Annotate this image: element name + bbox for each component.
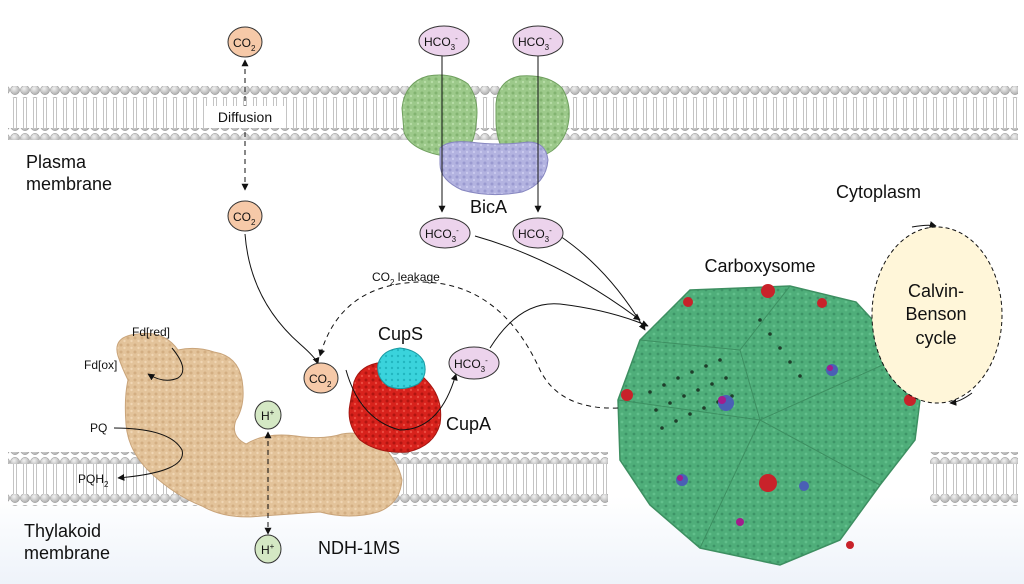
svg-text:HCO3-: HCO3- [518, 34, 552, 52]
ndh-1ms-label: NDH-1MS [318, 538, 400, 558]
svg-text:HCO3-: HCO3- [518, 226, 552, 244]
cupa-conversion-arrow [345, 369, 458, 431]
diffusion-label: Diffusion [218, 109, 272, 125]
cupa-label: CupA [446, 414, 491, 434]
calvin-label-1: Calvin- [908, 281, 964, 301]
fd-arrow [147, 347, 184, 381]
pqh2-label: PQH2 [78, 472, 109, 489]
cups-subunit [377, 347, 426, 390]
carboxysome-label: Carboxysome [704, 256, 815, 276]
co2-cupa: CO2 [303, 362, 339, 394]
hco3-top-left: HCO3- [418, 25, 470, 57]
hco3-bottom-left: HCO3- [419, 217, 471, 249]
co2-top: CO2 [227, 26, 263, 58]
pq-label: PQ [90, 421, 107, 435]
proton-bottom: H+ [254, 534, 282, 564]
cytoplasm-label: Cytoplasm [836, 182, 921, 202]
calvin-label-3: cycle [915, 328, 956, 348]
calvin-label-2: Benson [905, 304, 966, 324]
fd-red-label: Fd[red] [132, 325, 170, 339]
co2-to-cupa-arrow [244, 233, 320, 365]
svg-text:H+: H+ [261, 542, 275, 557]
co2-leakage-arrow [318, 281, 619, 409]
carboxysome-shell-vertices [621, 284, 916, 549]
carboxysome [617, 284, 921, 566]
plasma-membrane-label-2: membrane [26, 174, 112, 194]
hco3-right-to-carboxysome [559, 235, 646, 331]
cups-label: CupS [378, 324, 423, 344]
svg-text:HCO3-: HCO3- [425, 226, 459, 244]
svg-text:CO2: CO2 [233, 210, 256, 227]
svg-text:CO2: CO2 [233, 36, 256, 53]
thylakoid-membrane-label-2: membrane [24, 543, 110, 563]
proton-top: H+ [254, 400, 282, 430]
plasma-membrane-label-1: Plasma [26, 152, 87, 172]
hco3-cupa: HCO3- [448, 346, 500, 380]
svg-text:CO2: CO2 [309, 372, 332, 389]
svg-text:HCO3-: HCO3- [454, 356, 488, 374]
cupa-hco3-to-carboxysome [489, 303, 649, 349]
hco3-top-right: HCO3- [512, 25, 564, 57]
calvin-benson-cycle [871, 221, 1003, 406]
bica-transporter [401, 74, 570, 196]
bica-label: BicA [470, 197, 507, 217]
hco3-bottom-right: HCO3- [512, 217, 564, 249]
fd-ox-label: Fd[ox] [84, 358, 117, 372]
thylakoid-membrane-label-1: Thylakoid [24, 521, 101, 541]
co2-mid: CO2 [227, 200, 263, 232]
co2-leakage-label: CO2 leakage [372, 270, 440, 287]
svg-text:H+: H+ [261, 408, 275, 423]
hco3-left-to-carboxysome [474, 235, 641, 321]
svg-text:HCO3-: HCO3- [424, 34, 458, 52]
pq-arrow [113, 427, 183, 481]
diffusion-label-bg [206, 106, 284, 128]
